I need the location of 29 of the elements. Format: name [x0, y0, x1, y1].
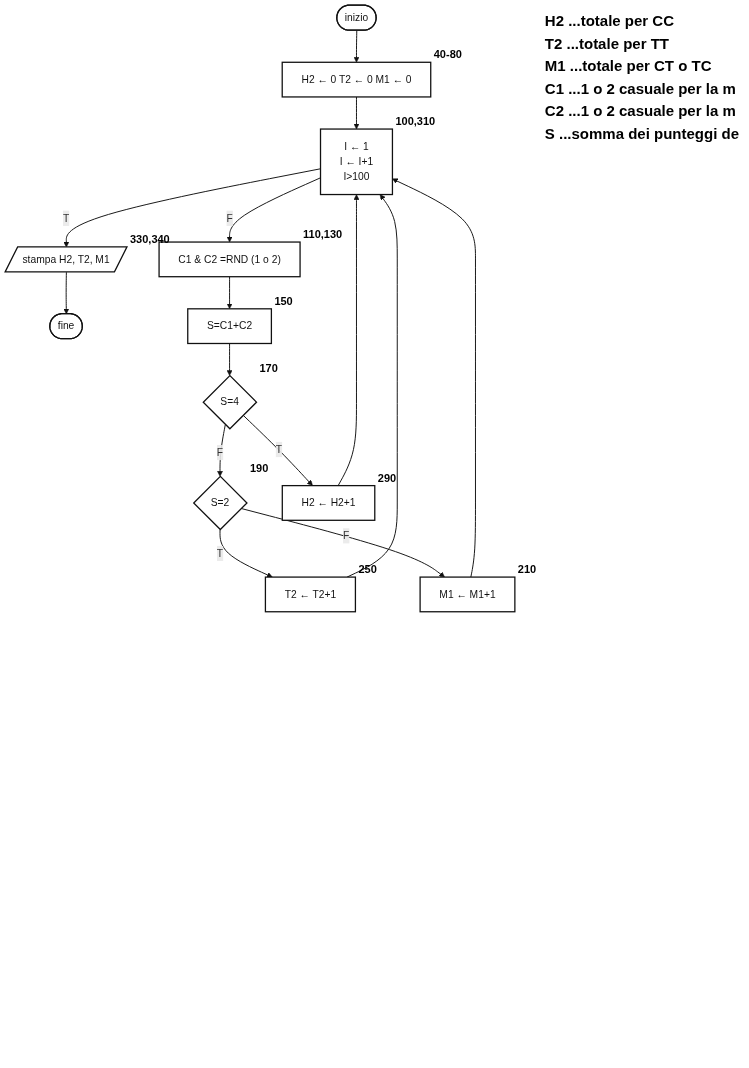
variable-note: C1 ...1 o 2 casuale per la m: [544, 78, 737, 99]
line-number: 250: [358, 563, 377, 576]
node-diamond: S=4: [202, 374, 258, 430]
line-number: 210: [517, 563, 537, 576]
line-number: 100,310: [395, 115, 436, 128]
edge-label: T: [62, 212, 70, 224]
node-box: M1 ← M1+1: [419, 576, 516, 613]
variable-note: C2 ...1 o 2 casuale per la m: [544, 101, 737, 121]
edge-label: T: [216, 547, 224, 559]
line-number: 150: [274, 294, 293, 307]
node-box: T2 ← T2+1: [264, 576, 357, 613]
edge-label: F: [226, 212, 233, 224]
node-box: I ← 1 I ← I+1 I>100: [319, 128, 394, 196]
line-number: 170: [259, 361, 278, 374]
line-number: 190: [249, 462, 269, 475]
variable-note: M1 ...totale per CT o TC: [544, 56, 713, 76]
edge-label: F: [343, 530, 350, 541]
node-box: H2 ← 0 T2 ← 0 M1 ← 0: [281, 61, 432, 98]
node-box: H2 ← H2+1: [281, 485, 376, 521]
line-number: 40-80: [433, 48, 462, 61]
edge-label: T: [275, 443, 282, 455]
variable-note: T2 ...totale per TT: [544, 33, 670, 54]
edge-label: F: [216, 446, 224, 458]
line-number: 110,130: [303, 228, 343, 241]
variable-note: S ...somma dei punteggi de: [544, 123, 739, 144]
line-number: 290: [377, 471, 397, 484]
node-diamond: S=2: [192, 475, 248, 531]
variable-note: H2 ...totale per CC: [544, 11, 675, 31]
node-box: S=C1+C2: [187, 308, 273, 345]
